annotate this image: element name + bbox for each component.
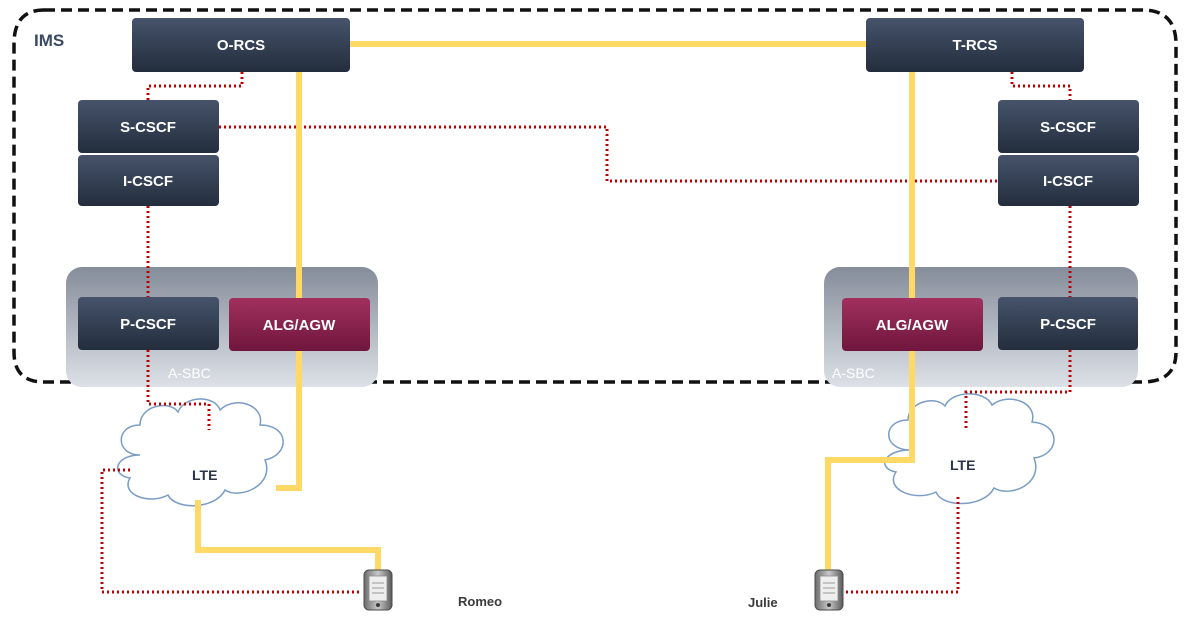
signaling-path-p-cscf-lte-left [146,350,211,430]
node-p-cscf-right[interactable]: P-CSCF [998,297,1138,350]
node-s-cscf-left-label: S-CSCF [120,119,176,136]
node-i-cscf-left[interactable]: I-CSCF [78,155,219,206]
media-path-lte-romeo [195,500,381,572]
lte-cloud-label-right: LTE [950,457,975,473]
node-alg-agw-left[interactable]: ALG/AGW [229,298,370,351]
lte-cloud-right [884,393,1055,505]
ims-label: IMS [34,31,64,50]
node-o-rcs[interactable]: O-RCS [132,18,350,72]
node-t-rcs-label: T-RCS [953,37,998,54]
node-p-cscf-left-label: P-CSCF [120,316,176,333]
sbc-label-left: A-SBC [168,365,211,381]
user-label-julie: Julie [748,595,778,610]
signaling-path-o-rcs-s-cscf-left [146,72,244,100]
node-p-cscf-left[interactable]: P-CSCF [78,297,219,350]
node-s-cscf-right[interactable]: S-CSCF [998,100,1139,153]
phone-icon-romeo [363,569,393,611]
node-i-cscf-right[interactable]: I-CSCF [998,155,1139,206]
node-i-cscf-right-label: I-CSCF [1043,173,1093,190]
signaling-path-lte-julie [845,497,960,594]
signaling-path-p-cscf-lte-right [964,350,1072,428]
node-t-rcs[interactable]: T-RCS [866,18,1084,72]
node-s-cscf-right-label: S-CSCF [1040,119,1096,136]
node-alg-agw-right[interactable]: ALG/AGW [842,298,983,351]
lte-cloud-left [116,398,284,507]
node-p-cscf-right-label: P-CSCF [1040,316,1096,333]
signaling-path-lte-romeo [100,468,362,594]
node-i-cscf-left-label: I-CSCF [123,173,173,190]
media-path-alg-lte-right [825,350,915,572]
node-alg-agw-left-label: ALG/AGW [263,317,336,334]
signaling-path-t-rcs-s-cscf-right [1010,72,1072,100]
phone-icon-julie [814,569,844,611]
node-alg-agw-right-label: ALG/AGW [876,317,949,334]
lte-cloud-label-left: LTE [192,467,217,483]
ims-boundary [12,8,1178,384]
node-o-rcs-label: O-RCS [217,37,265,54]
sbc-label-right: A-SBC [832,365,875,381]
signaling-path-s-cscf-i-cscf-cross [219,125,998,183]
media-path-alg-lte-left [276,350,302,491]
user-label-romeo: Romeo [458,594,502,609]
node-s-cscf-left[interactable]: S-CSCF [78,100,219,153]
